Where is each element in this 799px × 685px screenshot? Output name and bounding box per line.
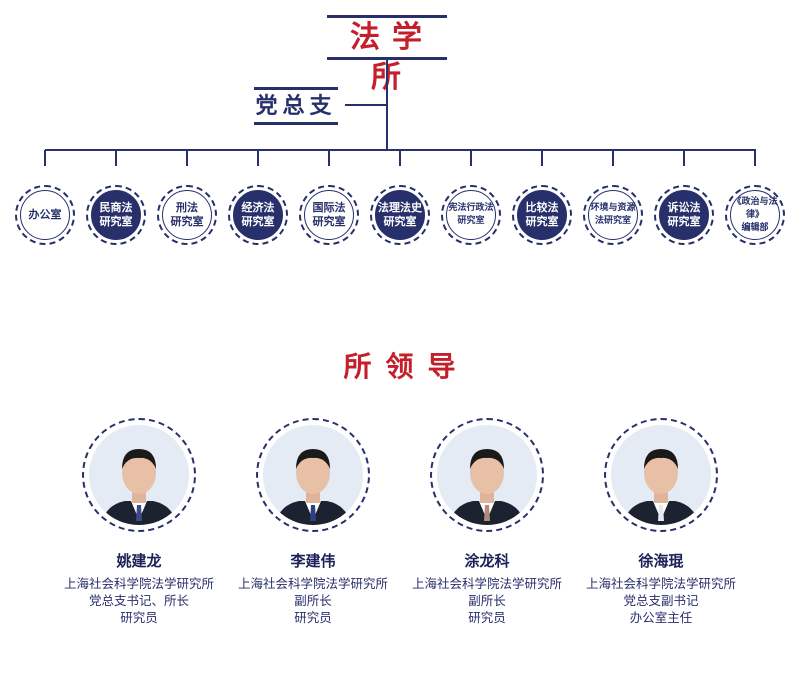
connector — [399, 150, 401, 166]
leader-card: 徐海琨 上海社会科学院法学研究所党总支副书记办公室主任 — [574, 418, 748, 626]
connector — [115, 150, 117, 166]
leader-photo — [437, 425, 537, 525]
department-label: 《政治与法律》 编辑部 — [730, 190, 780, 240]
connector — [328, 150, 330, 166]
leader-title-line: 党总支副书记 — [623, 593, 699, 608]
department-node[interactable]: 诉讼法 研究室 — [654, 185, 714, 245]
department-label: 宪法行政法 研究室 — [446, 190, 496, 240]
department-label: 民商法 研究室 — [91, 190, 141, 240]
department-node[interactable]: 环境与资源 法研究室 — [583, 185, 643, 245]
leader-title-line: 研究员 — [294, 610, 332, 625]
department-label: 环境与资源 法研究室 — [588, 190, 638, 240]
department-node[interactable]: 宪法行政法 研究室 — [441, 185, 501, 245]
connector — [257, 150, 259, 166]
connector — [470, 150, 472, 166]
department-node[interactable]: 比较法 研究室 — [512, 185, 572, 245]
leader-photo — [89, 425, 189, 525]
leader-title-line: 研究员 — [120, 610, 158, 625]
leader-card: 姚建龙 上海社会科学院法学研究所党总支书记、所长研究员 — [52, 418, 226, 626]
leader-photo — [611, 425, 711, 525]
leader-title-line: 上海社会科学院法学研究所 — [411, 576, 562, 591]
department-node[interactable]: 经济法 研究室 — [228, 185, 288, 245]
connector — [186, 150, 188, 166]
leader-card: 涂龙科 上海社会科学院法学研究所副所长研究员 — [400, 418, 574, 626]
leader-photo-frame — [430, 418, 544, 532]
leader-photo-frame — [604, 418, 718, 532]
connector — [754, 150, 756, 166]
leader-title-line: 副所长 — [468, 593, 506, 608]
leader-title-line: 上海社会科学院法学研究所 — [237, 576, 388, 591]
leader-photo — [263, 425, 363, 525]
leader-photo-frame — [256, 418, 370, 532]
department-node[interactable]: 民商法 研究室 — [86, 185, 146, 245]
connector — [345, 104, 387, 106]
leader-title-line: 办公室主任 — [629, 610, 693, 625]
connector — [541, 150, 543, 166]
department-node[interactable]: 刑法 研究室 — [157, 185, 217, 245]
department-node[interactable]: 国际法 研究室 — [299, 185, 359, 245]
leader-title-line: 上海社会科学院法学研究所 — [63, 576, 214, 591]
department-node[interactable]: 办公室 — [15, 185, 75, 245]
connector — [386, 60, 388, 151]
leaders-title: 所领导 — [343, 350, 470, 383]
leader-title-line: 党总支书记、所长 — [88, 593, 189, 608]
leader-title-line: 副所长 — [294, 593, 332, 608]
leader-name: 涂龙科 — [464, 552, 510, 570]
leader-name: 姚建龙 — [116, 552, 162, 570]
leader-card: 李建伟 上海社会科学院法学研究所副所长研究员 — [226, 418, 400, 626]
leader-name: 徐海琨 — [638, 552, 684, 570]
department-label: 办公室 — [20, 190, 70, 240]
department-node[interactable]: 《政治与法律》 编辑部 — [725, 185, 785, 245]
department-label: 法理法史 研究室 — [375, 190, 425, 240]
connector — [44, 150, 46, 166]
leader-title-line: 上海社会科学院法学研究所 — [585, 576, 736, 591]
leader-title-line: 研究员 — [468, 610, 506, 625]
connector — [683, 150, 685, 166]
party-branch: 党总支 — [254, 87, 338, 125]
department-node[interactable]: 法理法史 研究室 — [370, 185, 430, 245]
department-label: 国际法 研究室 — [304, 190, 354, 240]
department-label: 刑法 研究室 — [162, 190, 212, 240]
leader-name: 李建伟 — [290, 552, 336, 570]
org-title: 法学所 — [327, 15, 447, 95]
department-label: 比较法 研究室 — [517, 190, 567, 240]
department-label: 经济法 研究室 — [233, 190, 283, 240]
connector — [612, 150, 614, 166]
leader-photo-frame — [82, 418, 196, 532]
department-label: 诉讼法 研究室 — [659, 190, 709, 240]
